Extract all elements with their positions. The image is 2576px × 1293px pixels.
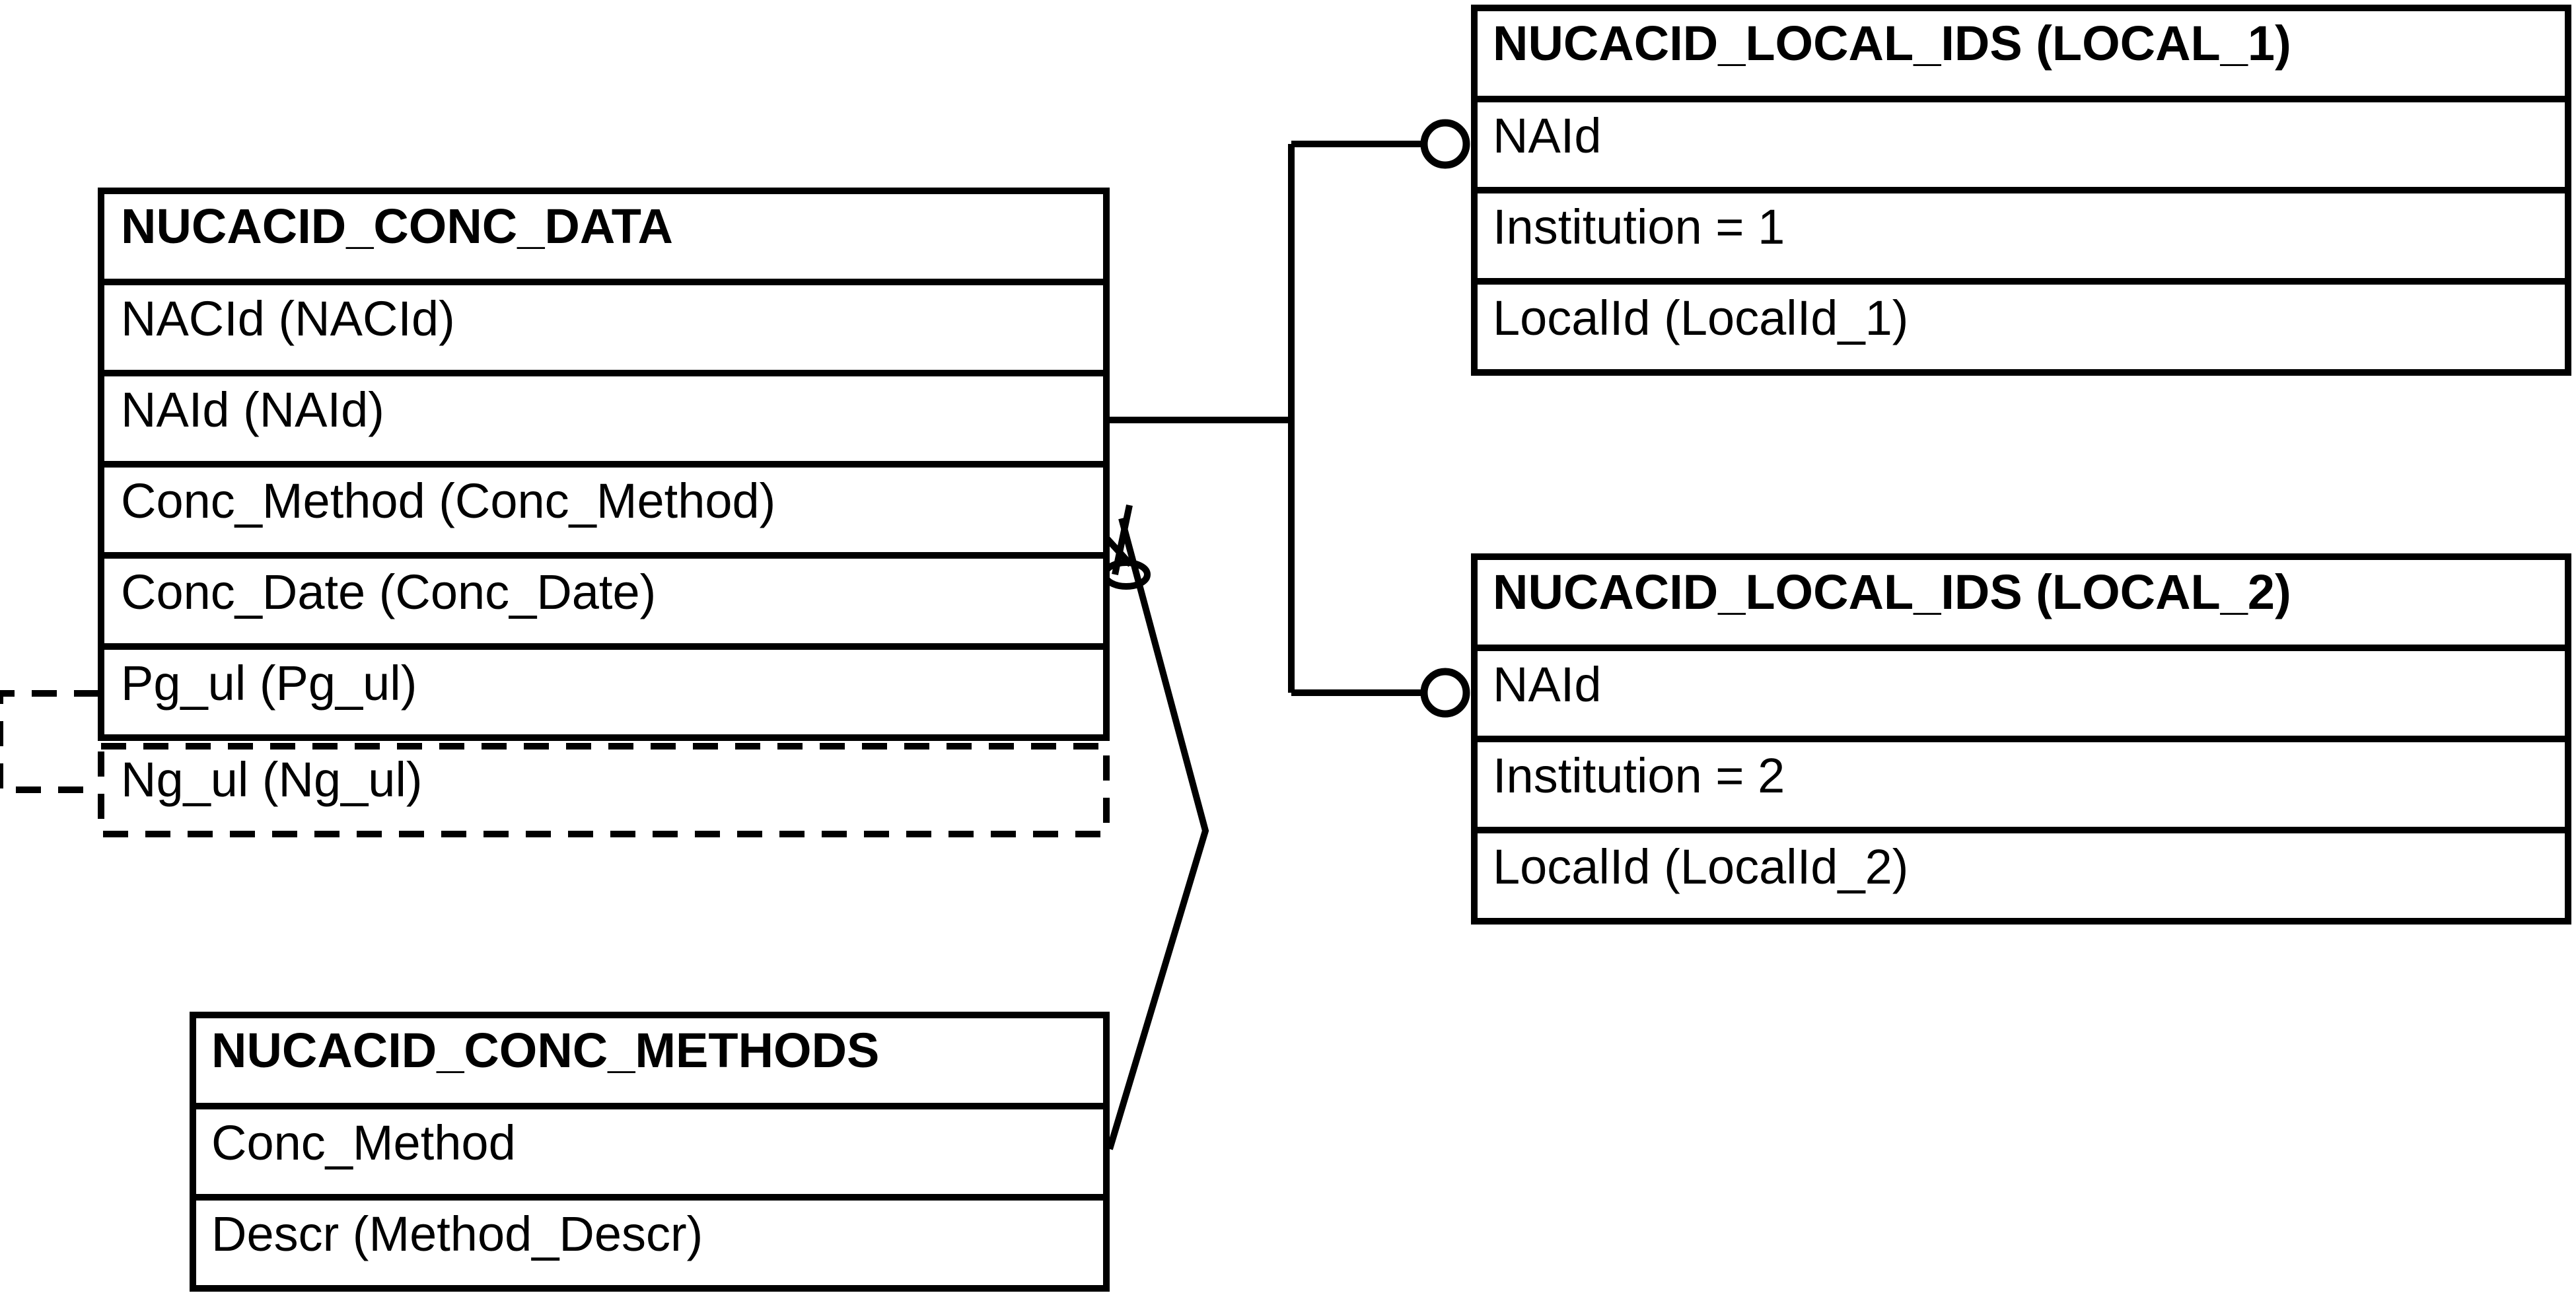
relationship-dashed-pg-ng <box>0 690 99 793</box>
field-label: NAId <box>1493 108 1602 163</box>
field-row-box <box>98 370 1110 468</box>
field-label: NAId (NAId) <box>121 382 384 437</box>
field-label: Descr (Method_Descr) <box>211 1206 703 1261</box>
field-label: Conc_Method <box>211 1115 516 1170</box>
field-label: Institution = 1 <box>1493 199 1785 254</box>
field-label: NAId <box>1493 657 1602 712</box>
table-header-box <box>1471 5 2571 102</box>
field-label: Conc_Method (Conc_Method) <box>121 473 775 528</box>
optional-end-circle-local-2 <box>1420 668 1470 718</box>
table-nucacid-conc-data: NUCACID_CONC_DATA NACId (NACId) NAId (NA… <box>98 188 1110 837</box>
field-label: Ng_ul (Ng_ul) <box>121 752 423 807</box>
field-row-box <box>1471 645 2571 742</box>
field-row-box <box>190 1194 1110 1292</box>
field-label: Institution = 2 <box>1493 748 1785 803</box>
field-row-box <box>1471 278 2571 376</box>
field-label: LocalId (LocalId_1) <box>1493 291 1908 345</box>
field-label: LocalId (LocalId_2) <box>1493 839 1908 894</box>
field-label: Pg_ul (Pg_ul) <box>121 656 417 711</box>
field-row-box <box>98 643 1110 741</box>
table-title: NUCACID_CONC_METHODS <box>211 1023 879 1078</box>
table-header-box <box>1471 553 2571 651</box>
table-nucacid-conc-methods: NUCACID_CONC_METHODS Conc_Method Descr (… <box>190 1012 1110 1292</box>
field-row-box <box>1471 736 2571 833</box>
field-row-box <box>1471 96 2571 193</box>
table-header-box <box>190 1012 1110 1109</box>
table-title: NUCACID_LOCAL_IDS (LOCAL_2) <box>1493 565 2291 619</box>
table-nucacid-local-ids-1: NUCACID_LOCAL_IDS (LOCAL_1) NAId Institu… <box>1471 5 2571 376</box>
optional-end-ellipse-conc-method <box>1102 559 1151 590</box>
field-label: NACId (NACId) <box>121 291 455 346</box>
field-label: Conc_Date (Conc_Date) <box>121 565 656 619</box>
field-row-box <box>1471 827 2571 925</box>
table-title: NUCACID_LOCAL_IDS (LOCAL_1) <box>1493 16 2291 71</box>
field-row-box <box>98 552 1110 650</box>
table-title: NUCACID_CONC_DATA <box>121 199 673 254</box>
relationship-naid-to-local-ids <box>1110 119 1470 718</box>
optional-end-circle-local-1 <box>1420 119 1470 169</box>
table-nucacid-local-ids-2: NUCACID_LOCAL_IDS (LOCAL_2) NAId Institu… <box>1471 553 2571 925</box>
